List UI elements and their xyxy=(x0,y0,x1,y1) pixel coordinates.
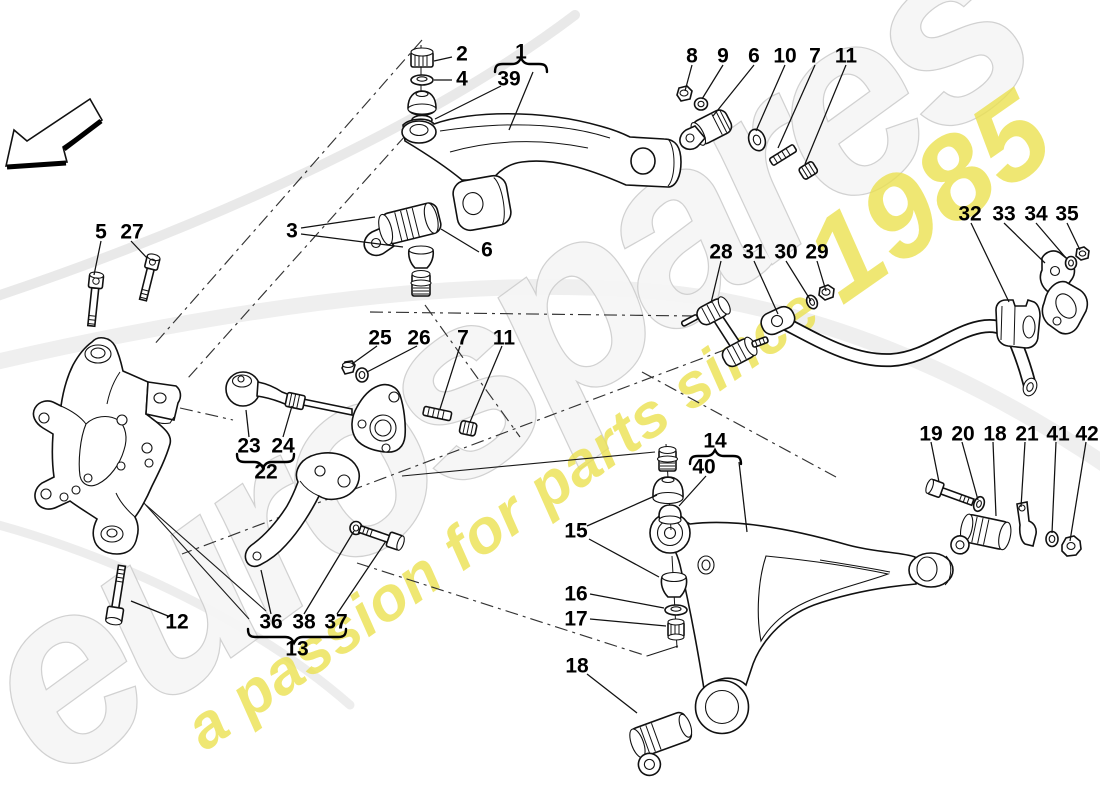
plug-11-top xyxy=(798,161,819,180)
knurled-nut-17 xyxy=(667,618,685,641)
threaded-plug xyxy=(410,269,432,297)
direction-arrow-icon xyxy=(4,97,104,170)
lower-wishbone-assembly xyxy=(649,443,954,735)
stud-7-top xyxy=(768,144,798,166)
washer-20 xyxy=(972,495,986,513)
washer-34 xyxy=(1064,255,1078,271)
washer-26 xyxy=(355,367,369,383)
washer-16 xyxy=(664,604,688,616)
bushing-top xyxy=(407,90,437,116)
nut-25 xyxy=(341,360,356,375)
plug-11-mid xyxy=(458,420,478,437)
bolt-37 xyxy=(357,524,405,551)
bushing-18-front xyxy=(950,513,1012,555)
bar-end-eye xyxy=(760,305,796,336)
bolt-27 xyxy=(138,253,161,302)
callout-braces xyxy=(235,55,743,646)
anti-roll-bar xyxy=(760,305,1038,397)
long-leader-lines xyxy=(133,451,656,620)
washer-41 xyxy=(1045,530,1059,548)
bolt-19 xyxy=(925,478,975,507)
cone-bushing-15-lower xyxy=(660,571,688,598)
callout-leader-lines xyxy=(93,56,1087,714)
bolt-12 xyxy=(105,564,127,626)
toe-link-mount-plate xyxy=(351,383,407,453)
nut-29 xyxy=(818,284,835,301)
stud-7-mid xyxy=(422,405,453,422)
upper-arm-fasteners xyxy=(676,85,819,180)
upper-wishbone-assembly xyxy=(363,45,682,297)
arm-bushing-6 xyxy=(363,202,442,257)
knurled-nut-2 xyxy=(410,47,434,68)
mount-bracket-36 xyxy=(244,452,360,568)
assembly-axis-lines xyxy=(152,39,837,657)
lower-arm-front-fasteners xyxy=(925,478,1082,557)
nut-8 xyxy=(676,85,693,102)
arm-bushing-18-bottom xyxy=(629,711,693,777)
bar-clamp-bracket-33 xyxy=(1039,250,1089,335)
watermark-swoosh xyxy=(0,10,1100,710)
toe-link-rod xyxy=(225,371,353,416)
bracket-21 xyxy=(1016,501,1037,547)
plug-over-balljoint xyxy=(656,445,679,472)
stabiliser-drop-link xyxy=(680,284,835,368)
bar-mount-bushing-32 xyxy=(995,298,1041,349)
nut-35 xyxy=(1075,246,1090,261)
nut-42 xyxy=(1061,535,1082,557)
dome-bushing-40-target xyxy=(658,504,682,525)
bolt-5 xyxy=(86,271,105,328)
washer-4 xyxy=(410,74,434,86)
washer-10 xyxy=(747,128,767,152)
washer-9 xyxy=(693,97,709,111)
upper-wishbone-arm xyxy=(401,112,682,232)
rear-wheel-upright xyxy=(32,337,182,555)
cone-bushing-under-arm xyxy=(407,245,435,269)
dome-bushing-15-upper xyxy=(652,476,684,505)
